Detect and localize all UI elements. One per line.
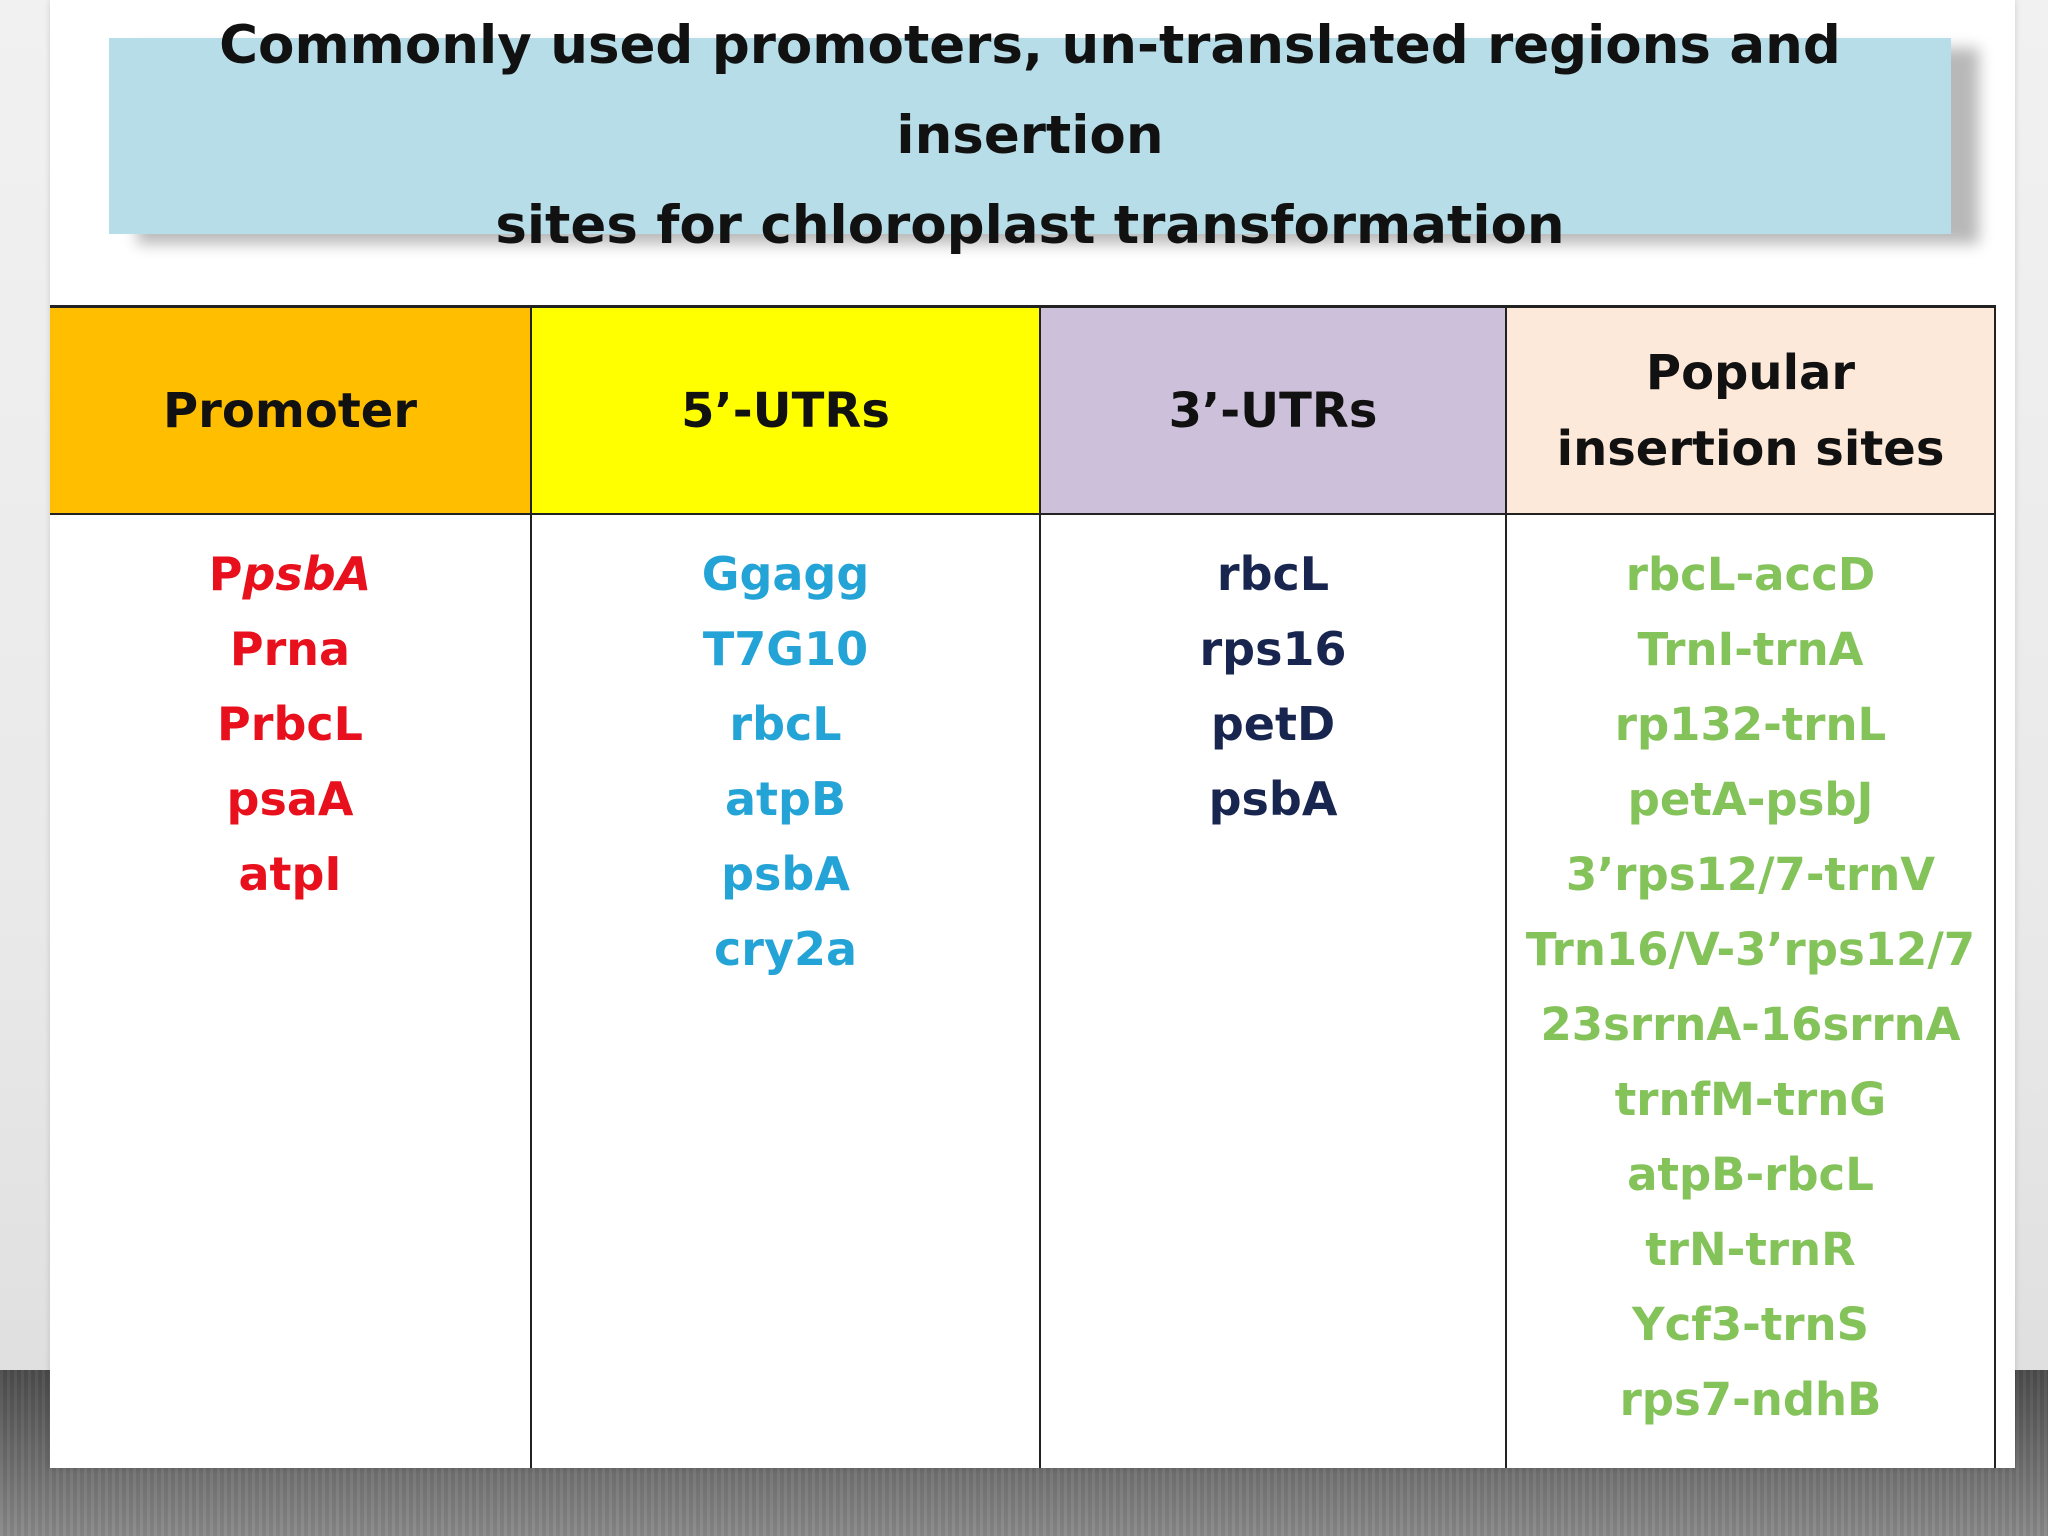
promoter-prefix: P [208, 547, 243, 601]
list-item: psbA [721, 847, 850, 901]
title-line-1: Commonly used promoters, un-translated r… [219, 15, 1841, 166]
list-item: psaA [226, 772, 354, 826]
header-promoter: Promoter [50, 305, 532, 515]
list-item: petA-psbJ [1627, 773, 1874, 826]
list-item: TrnI-trnA [1637, 623, 1864, 676]
list-item: rps7-ndhB [1619, 1373, 1882, 1426]
list-item: PpsbA [51, 537, 529, 612]
utr3-list: rbcL rps16 petD psbA [1042, 537, 1504, 837]
sites-list: rbcL-accD TrnI-trnA rp132-trnL petA-psbJ… [1508, 537, 1993, 1437]
list-item: rps16 [1199, 622, 1347, 676]
list-item: Ggagg [701, 547, 870, 601]
list-item: trnfM-trnG [1614, 1073, 1887, 1126]
list-item: atpI [238, 847, 342, 901]
list-item: atpB [724, 772, 847, 826]
list-item: rbcL [729, 697, 842, 751]
utr3-cell: rbcL rps16 petD psbA [1039, 513, 1507, 1468]
list-item: cry2a [714, 922, 857, 976]
promoter-cell: PpsbA Prna PrbcL psaA atpI [50, 513, 532, 1468]
list-item: 3’rps12/7-trnV [1565, 848, 1936, 901]
list-item: rbcL-accD [1625, 548, 1876, 601]
list-item: PrbcL [217, 697, 363, 751]
promoter-italic-gene: psbA [242, 547, 372, 601]
utr5-cell: Ggagg T7G10 rbcL atpB psbA cry2a [530, 513, 1041, 1468]
list-item: trN-trnR [1645, 1223, 1856, 1276]
list-item: 23srrnA-16srrnA [1540, 998, 1961, 1051]
list-item: Ycf3-trnS [1632, 1298, 1869, 1351]
slide: Commonly used promoters, un-translated r… [50, 0, 2015, 1468]
title-box: Commonly used promoters, un-translated r… [109, 15, 1951, 256]
data-table: Promoter 5’-UTRs 3’-UTRs Popular inserti… [50, 305, 1996, 1468]
sites-cell: rbcL-accD TrnI-trnA rp132-trnL petA-psbJ… [1505, 513, 1996, 1468]
content-row: PpsbA Prna PrbcL psaA atpI Ggagg T7G10 r… [50, 513, 1996, 1468]
list-item: atpB-rbcL [1627, 1148, 1874, 1201]
list-item: Prna [229, 622, 351, 676]
list-item: T7G10 [702, 622, 869, 676]
header-3-utrs: 3’-UTRs [1039, 305, 1507, 515]
title-line-2: sites for chloroplast transformation [495, 195, 1565, 256]
slide-title: Commonly used promoters, un-translated r… [109, 1, 1951, 271]
header-5-utrs: 5’-UTRs [530, 305, 1041, 515]
list-item: psbA [1208, 772, 1338, 826]
list-item: rbcL [1216, 547, 1330, 601]
list-item: petD [1210, 697, 1336, 751]
list-item: rp132-trnL [1614, 698, 1887, 751]
list-item: Trn16/V-3’rps12/7 [1525, 923, 1976, 976]
utr5-list: Ggagg T7G10 rbcL atpB psbA cry2a [533, 537, 1038, 987]
header-row: Promoter 5’-UTRs 3’-UTRs Popular inserti… [50, 305, 1996, 515]
promoter-list: PpsbA Prna PrbcL psaA atpI [51, 537, 529, 912]
header-insertion-sites: Popular insertion sites [1505, 305, 1996, 515]
